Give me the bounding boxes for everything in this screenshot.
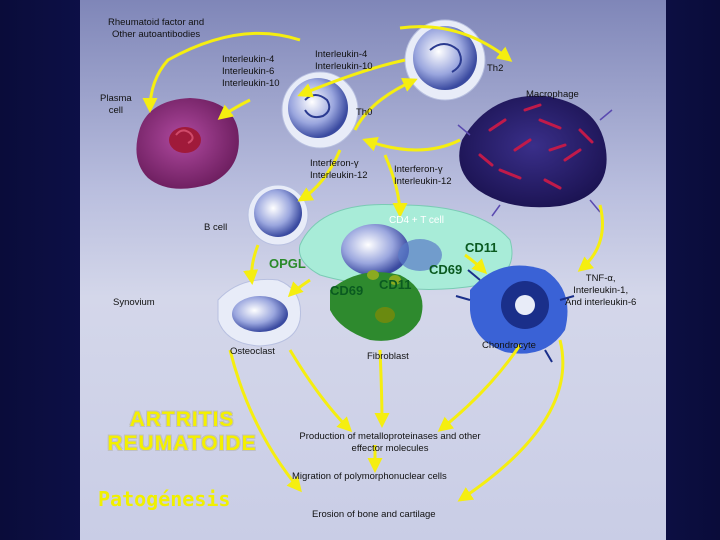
cd4-t-cell [298,204,513,290]
label-osteoclast: Osteoclast [230,346,275,357]
label-cd69-right: CD69 [429,262,463,277]
osteoclast-cell [217,278,302,347]
th0-cell [281,71,359,149]
th2-cell [404,19,486,101]
label-cd11-mid: CD11 [379,277,412,292]
title-line-1: ARTRITIS [129,408,235,431]
chondrocyte-cell [455,265,575,363]
label-rheumatoid-text: Rheumatoid factor and Other autoantibodi… [108,17,205,40]
signaling-arrows [142,25,604,502]
label-synovium: Synovium [113,297,155,308]
subtitle: Patogénesis [98,487,231,511]
label-plasma-cell: Plasma cell [100,93,132,116]
label-macrophage: Macrophage [526,89,579,100]
label-th0: Th0 [356,107,373,118]
label-cd69-left: CD69 [330,283,364,298]
b-cell [247,184,309,246]
label-interleukins-left: Interleukin-4 Interleukin-6 Interleukin-… [222,54,280,89]
label-migration: Migration of polymorphonuclear cells [292,471,447,482]
label-production: Production of metalloproteinases and oth… [299,431,481,454]
label-chondrocyte: Chondrocyte [482,340,536,351]
title-line-2: REUMATOIDE [107,432,257,455]
label-rheumatoid: Rheumatoid factor and Other autoantibodi… [108,17,204,41]
label-cd11-top: CD11 [465,240,498,255]
fibroblast-cell [330,270,423,341]
label-erosion: Erosion of bone and cartilage [312,509,436,520]
label-tnf: TNF-α, Interleukin-1, And interleukin-6 [565,273,637,308]
label-fibroblast: Fibroblast [367,351,409,362]
label-th2: Th2 [487,63,504,74]
label-interferon-right: Interferon-γ Interleukin-12 [394,164,452,187]
label-b-cell: B cell [204,222,228,233]
macrophage-cell [457,95,613,217]
label-opgl: OPGL [269,256,306,271]
label-cd4-t-cell: CD4 + T cell [389,215,444,226]
label-interleukins-right: Interleukin-4 Interleukin-10 [315,49,373,72]
plasma-cell [136,98,239,189]
title: ARTRITIS REUMATOIDE [92,408,272,456]
label-interferon-left: Interferon-γ Interleukin-12 [310,158,368,181]
